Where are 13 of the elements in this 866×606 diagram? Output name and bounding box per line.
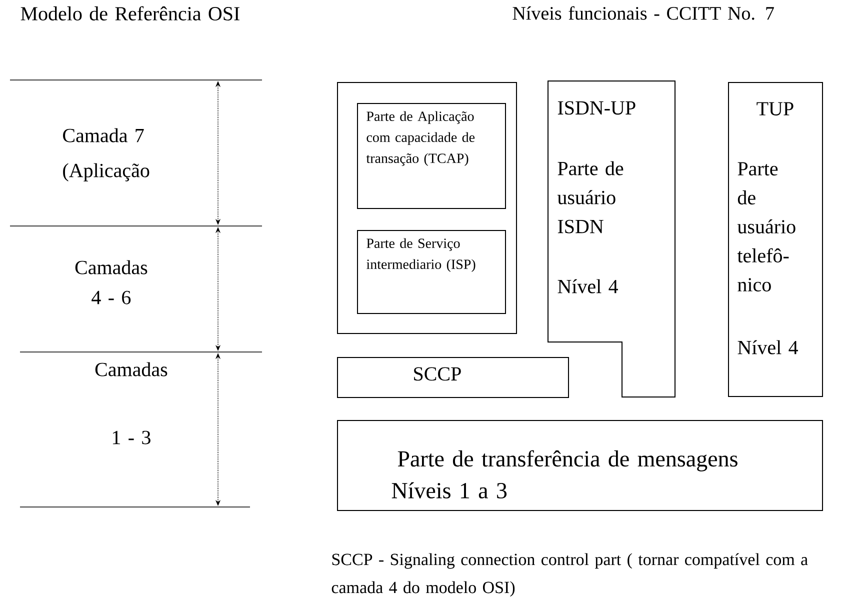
heading: Níveis funcionais - CCITT No. 7 [512,6,774,20]
module-box: Parte de Aplicação com capacidade de transação (TCAP) [357,103,506,209]
heading: Modelo de Referência OSI [20,6,240,20]
caption: SCCP - Signaling connection control part ( tornar compatível com a camada 4 do modelo OSI) [332,553,808,597]
text-box: TUP Parte de usuário telefô- nico Nível 4 [728,82,823,397]
layer-label: Camadas 4 - 6 [75,260,148,304]
stepped-box: ISDN-UP Parte de usuário ISDN Nível 4 [548,80,676,398]
module-box: Parte de Serviço intermediario (ISP) [357,230,506,314]
layer-label: Camada 7 (Aplicação [63,128,150,182]
layer-label: Camadas 1 - 3 [95,362,168,444]
text-box: Parte de transferência de mensagens Níveis 1 a 3 [337,420,823,511]
frame-box [337,82,517,334]
text-box: SCCP [337,357,569,398]
